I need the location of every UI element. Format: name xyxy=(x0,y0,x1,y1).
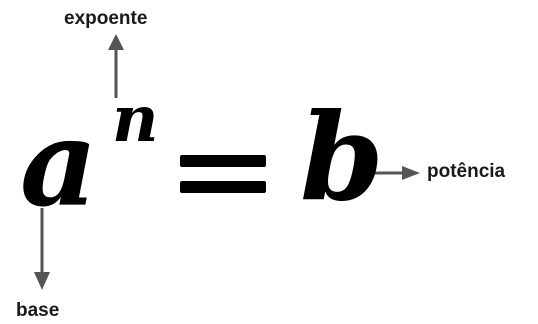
exponent-symbol: n xyxy=(112,82,159,157)
result-symbol: b xyxy=(300,87,384,228)
base-label: base xyxy=(16,300,60,321)
exponent-label: expoente xyxy=(64,8,148,29)
base-arrow xyxy=(34,208,50,290)
exponent-arrow xyxy=(108,34,124,98)
equals-sign-bottom-bar xyxy=(180,181,266,193)
base-symbol: a xyxy=(20,93,98,234)
equals-sign-top-bar xyxy=(180,155,266,167)
power-label: potência xyxy=(427,161,506,182)
power-arrow xyxy=(363,166,420,180)
